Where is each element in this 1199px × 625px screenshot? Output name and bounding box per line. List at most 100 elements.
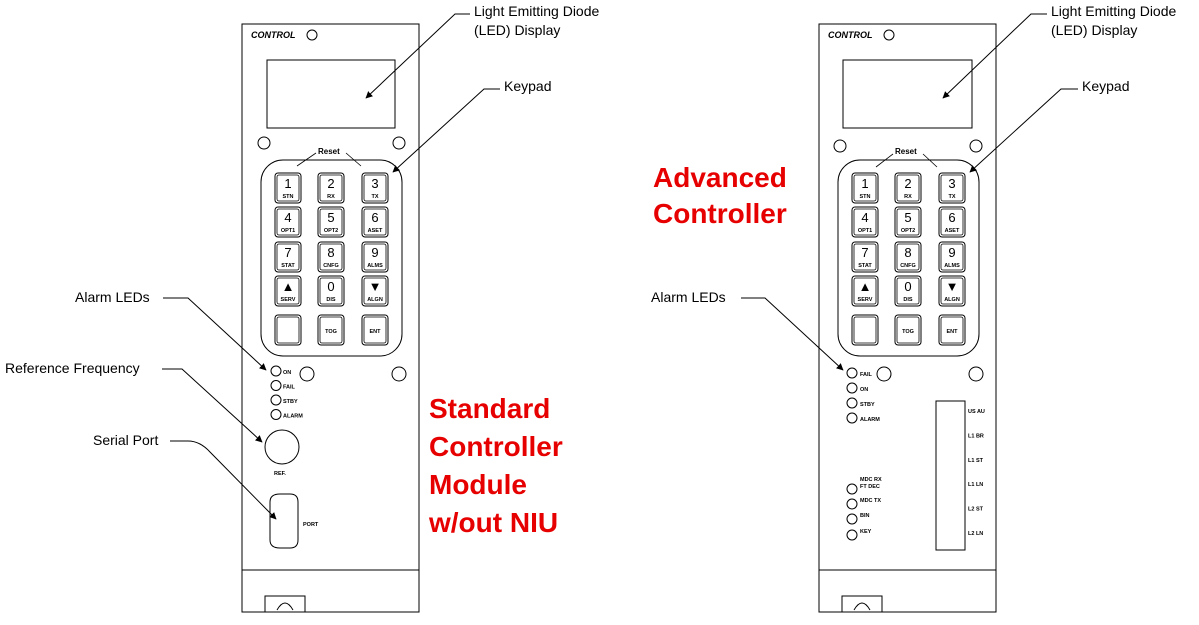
key-rx[interactable]: 2RX [894, 172, 922, 204]
key-sublabel: STAT [858, 263, 872, 269]
status-display [935, 400, 966, 551]
key-tog[interactable]: TOG [894, 314, 922, 346]
standard-controller-module: CONTROL Reset 1STN2RX3TX4OPT15OPT26ASET7… [241, 23, 420, 613]
mounting-screw [968, 366, 984, 382]
key-rx[interactable]: 2RX [317, 172, 345, 204]
key-tx[interactable]: 3TX [361, 172, 389, 204]
key-label: 6 [948, 210, 955, 225]
key-sublabel: TOG [902, 329, 914, 335]
key-label: 3 [948, 176, 955, 191]
control-led [306, 29, 318, 41]
key-ent[interactable]: ENT [938, 314, 966, 346]
title-line: Module [429, 469, 527, 500]
mounting-screw [833, 139, 847, 153]
key-blank[interactable] [851, 314, 879, 346]
key-sublabel: STN [283, 194, 294, 200]
title-advanced: Advanced Controller [653, 162, 787, 229]
keypad-frame [837, 159, 980, 357]
key-label: 5 [327, 210, 334, 225]
key-label: 9 [371, 245, 378, 260]
module-handle [241, 569, 420, 613]
led-alarm: ALARM [270, 409, 303, 420]
led-label: ALARM [283, 414, 303, 420]
ref-label: REF. [274, 471, 286, 477]
key-label: 2 [904, 176, 911, 191]
status-label: L1 LN [968, 482, 983, 488]
callout-led-display: (LED) Display [1051, 22, 1137, 38]
title-line: w/out NIU [428, 507, 558, 538]
led-stby: STBY [846, 397, 875, 409]
key-ent[interactable]: ENT [361, 314, 389, 346]
key-sublabel: STN [860, 194, 871, 200]
callouts-right: Light Emitting Diode (LED) Display Keypa… [651, 3, 1177, 371]
key-sublabel: ALMS [944, 263, 960, 269]
led-key: KEY [846, 529, 872, 541]
led-label: BIN [860, 513, 870, 519]
callout-alarm-leds: Alarm LEDs [75, 289, 150, 305]
status-label: L1 BR [968, 433, 984, 439]
key-blank[interactable] [274, 314, 302, 346]
panel-label: CONTROL [828, 30, 873, 40]
advanced-controller-module: CONTROL Reset 1STN2RX3TX4OPT15OPT26ASET7… [818, 23, 997, 613]
key-sublabel: SERV [858, 297, 873, 303]
status-label: L2 LN [968, 531, 983, 537]
key-label: 0 [904, 279, 911, 294]
key-algn[interactable]: ▼ALGN [938, 275, 966, 307]
key-label: 4 [861, 210, 868, 225]
key-serv[interactable]: ▲SERV [851, 275, 879, 307]
callout-led-display: Light Emitting Diode [474, 3, 600, 19]
title-line: Standard [429, 393, 550, 424]
key-serv[interactable]: ▲SERV [274, 275, 302, 307]
led-label: MDC RX [860, 477, 882, 483]
led-label: STBY [283, 399, 298, 405]
key-sublabel: OPT1 [858, 228, 872, 234]
key-sublabel: ASET [945, 228, 960, 234]
panel-label: CONTROL [251, 30, 296, 40]
key-label: ▼ [369, 279, 382, 294]
key-label: 3 [371, 176, 378, 191]
led-label: ALARM [860, 417, 880, 423]
module-handle [818, 569, 997, 613]
key-label: 0 [327, 279, 334, 294]
led-fail: FAIL [270, 380, 296, 391]
key-tog[interactable]: TOG [317, 314, 345, 346]
key-label: 6 [371, 210, 378, 225]
key-label: 4 [284, 210, 291, 225]
key-sublabel: ALGN [944, 297, 960, 303]
led-label: FAIL [860, 372, 873, 378]
mounting-screw [299, 366, 315, 382]
key-label: 1 [284, 176, 291, 191]
key-sublabel: TOG [325, 329, 337, 335]
key-sublabel: RX [327, 194, 335, 200]
key-label: ▲ [282, 279, 295, 294]
key-sublabel: CNFG [900, 263, 916, 269]
led-bin: BIN [846, 513, 870, 525]
serial-port [269, 493, 299, 549]
key-tx[interactable]: 3TX [938, 172, 966, 204]
key-label: 1 [861, 176, 868, 191]
led-display [842, 59, 973, 129]
led-display [266, 59, 396, 129]
key-algn[interactable]: ▼ALGN [361, 275, 389, 307]
callouts-left: Light Emitting Diode (LED) Display Keypa… [5, 3, 600, 520]
